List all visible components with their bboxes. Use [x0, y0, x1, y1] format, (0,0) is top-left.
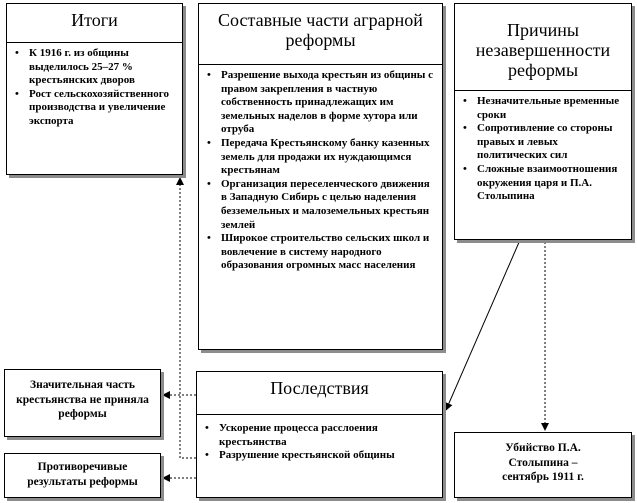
- reasons-title: Причины незавершенности реформы: [475, 20, 611, 80]
- list-item: Рост сельскохозяйственного производства …: [11, 88, 178, 129]
- list-item: К 1916 г. из общины выделилось 25–27 % к…: [11, 47, 178, 88]
- murder-box: Убийство П.А. Столыпина – сентябрь 1911 …: [454, 432, 632, 498]
- components-title: Составные части аграрной реформы: [218, 10, 423, 50]
- consequences-list: Ускорение процесса расслоения крестьянст…: [201, 422, 436, 463]
- consequences-box: Последствия Ускорение процесса расслоени…: [196, 371, 443, 498]
- reasons-list: Незначительные временные сроки Сопротивл…: [459, 95, 627, 204]
- list-item: Ускорение процесса расслоения крестьянст…: [201, 422, 436, 449]
- list-item: Разрушение крестьянской общины: [201, 449, 436, 463]
- list-item: Сложные взаимоотношения окружения царя и…: [459, 163, 627, 204]
- consequences-divider: [197, 414, 442, 415]
- itogi-divider: [7, 42, 182, 43]
- reasons-divider: [455, 90, 631, 91]
- list-item: Широкое строительство сельских школ и во…: [203, 232, 436, 273]
- components-box: Составные части аграрной реформы Разреше…: [198, 3, 443, 350]
- list-item: Незначительные временные сроки: [459, 95, 627, 122]
- list-item: Разрешение выхода крестьян из общины с п…: [203, 69, 436, 137]
- components-divider: [199, 64, 442, 65]
- list-item: Организация переселенческого движения в …: [203, 178, 436, 232]
- left-box-results-text: Противоречивые результаты реформы: [27, 461, 138, 488]
- itogi-list: К 1916 г. из общины выделилось 25–27 % к…: [11, 47, 178, 129]
- arrow-consequences-to-itogi: [176, 177, 196, 459]
- murder-text: Убийство П.А. Столыпина – сентябрь 1911 …: [502, 442, 584, 483]
- left-box-rejection-text: Значительная часть крестьянства не приня…: [16, 379, 149, 420]
- itogi-box: Итоги К 1916 г. из общины выделилось 25–…: [6, 3, 183, 175]
- list-item: Передача Крестьянскому банку казенных зе…: [203, 137, 436, 178]
- list-item: Сопротивление со стороны правых и левых …: [459, 122, 627, 163]
- arrow-reasons-to-consequences: [445, 239, 521, 411]
- left-box-rejection: Значительная часть крестьянства не приня…: [4, 369, 161, 437]
- reasons-box: Причины незавершенности реформы Незначит…: [454, 3, 632, 240]
- consequences-title: Последствия: [270, 378, 369, 398]
- components-list: Разрешение выхода крестьян из общины с п…: [203, 69, 436, 273]
- itogi-title: Итоги: [71, 10, 118, 30]
- left-box-results: Противоречивые результаты реформы: [4, 453, 161, 498]
